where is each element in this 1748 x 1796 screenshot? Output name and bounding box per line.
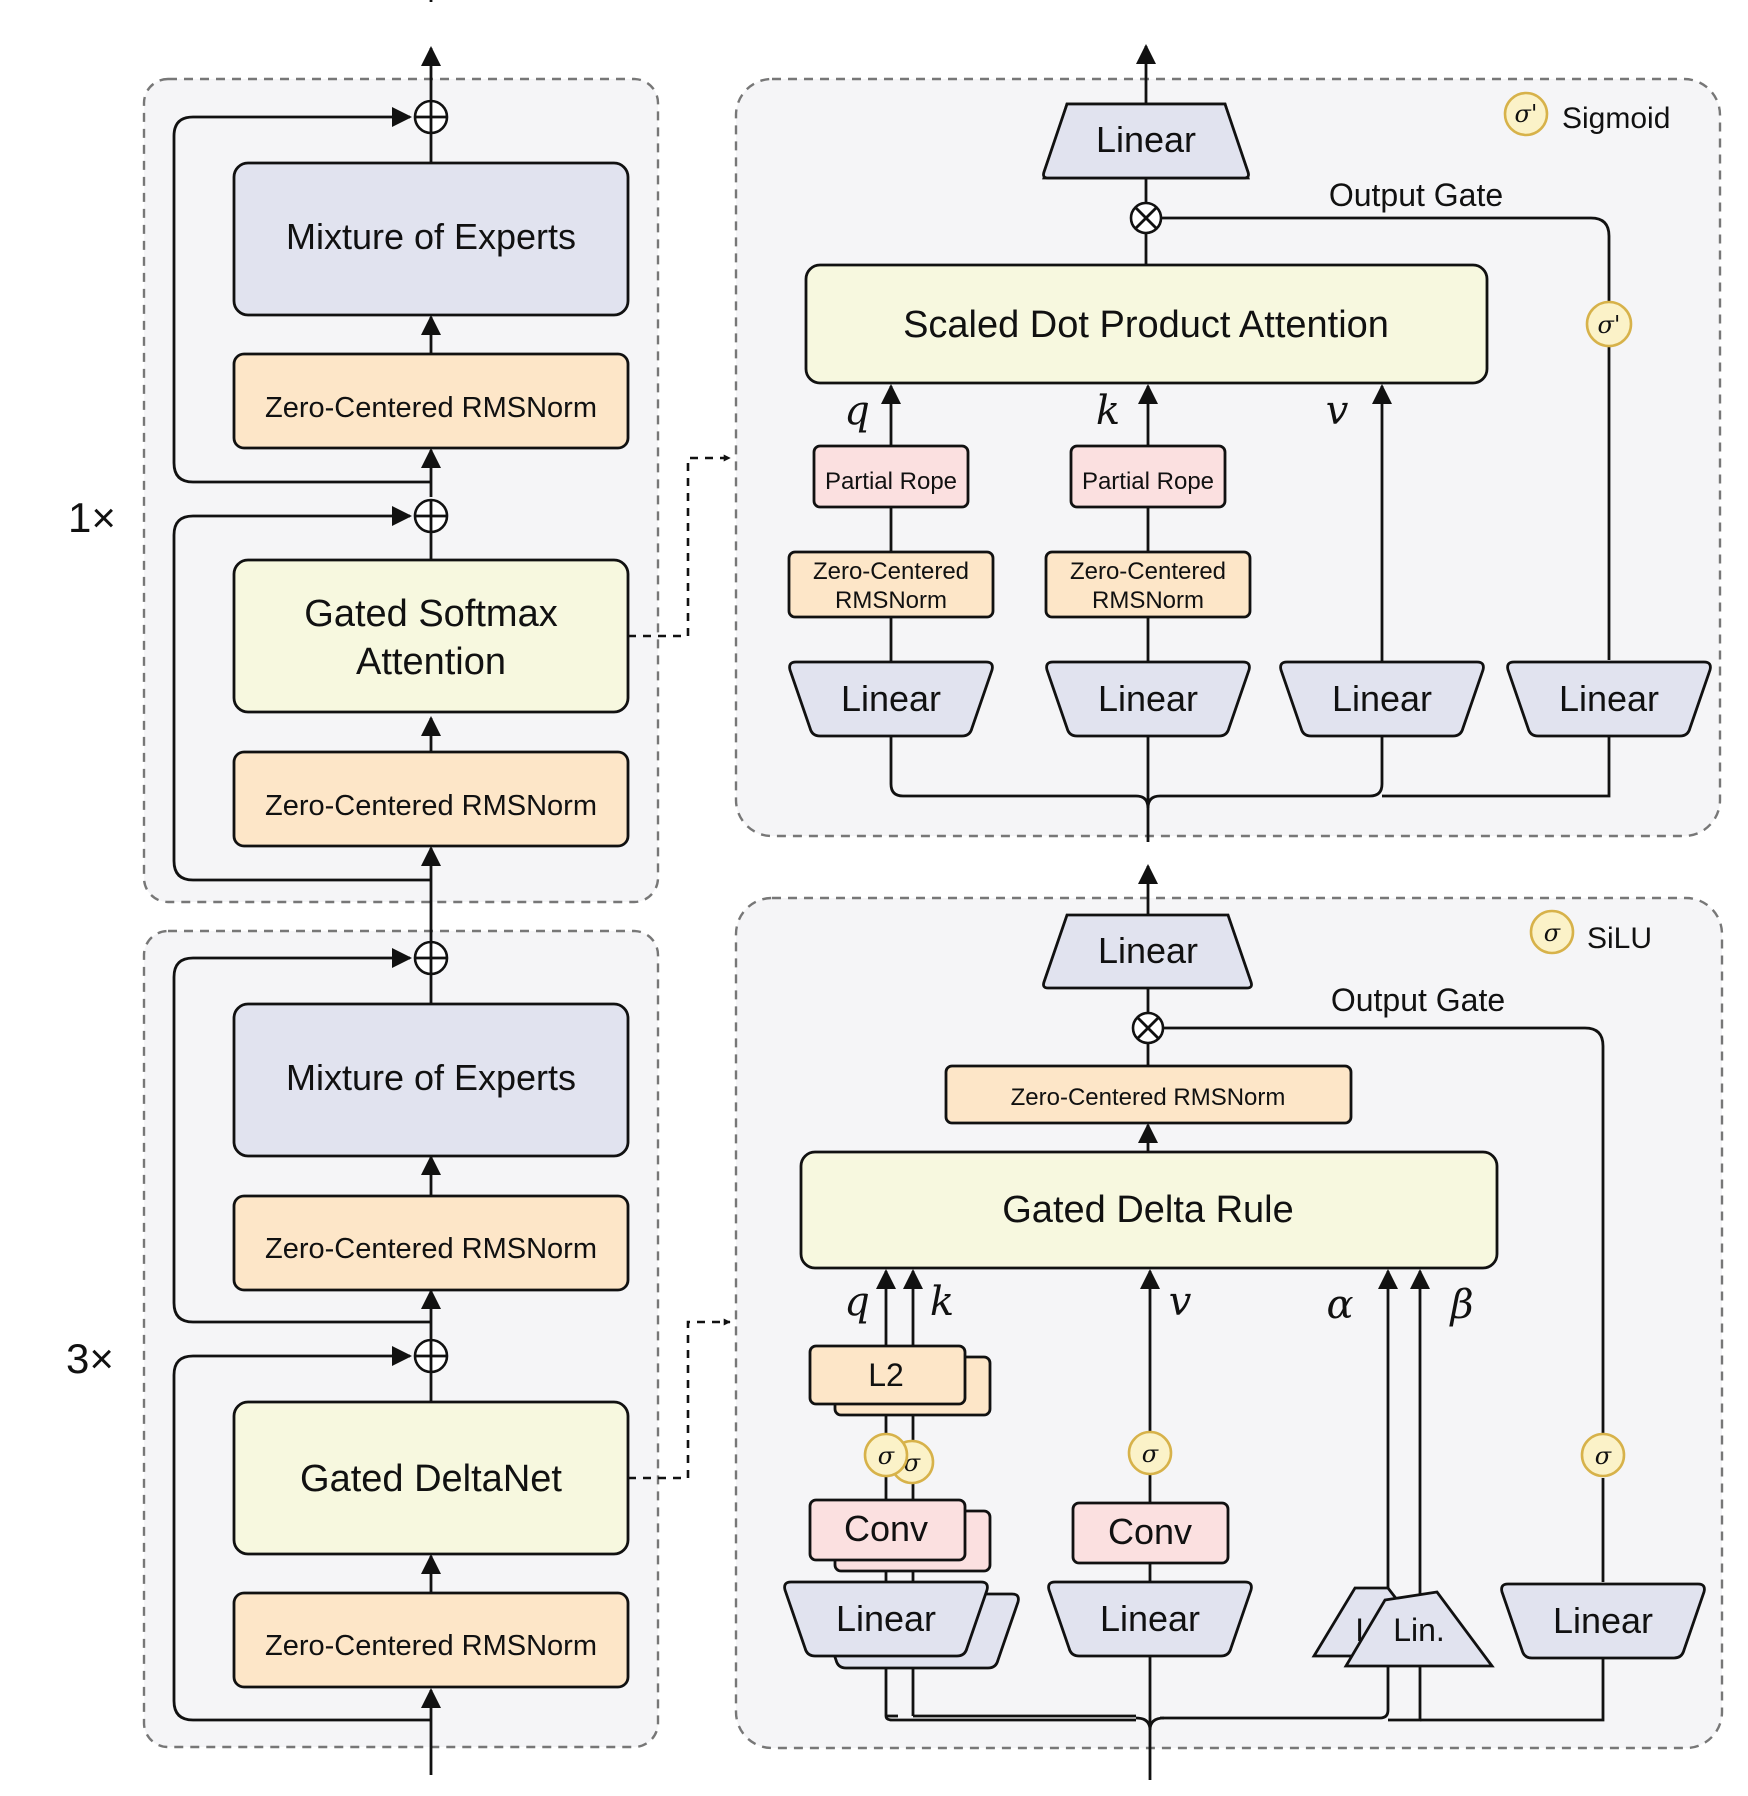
output-gate-label: Output Gate [1329, 177, 1503, 213]
q-label: q [844, 1279, 870, 1325]
gate-linear-block [1506, 660, 1712, 738]
deltanet-label: Gated DeltaNet [300, 1458, 562, 1500]
moe-block [232, 1002, 630, 1158]
v-conv-label: Conv [1108, 1511, 1192, 1552]
beta-linear-label: Lin. [1393, 1612, 1445, 1648]
deltanet-layer: Mixture of Experts Zero-Centered RMSNorm… [66, 918, 731, 1775]
q-label: q [844, 388, 870, 434]
rmsnorm-label: Zero-Centered RMSNorm [265, 790, 597, 822]
qk-conv-block [808, 1498, 967, 1562]
repeat-count-label: 1× [68, 494, 116, 541]
output-linear-block [1042, 913, 1253, 990]
deltanet-detail: σ SiLU Linear σ Output Gate Zero-Centere… [783, 864, 1706, 1780]
v-linear-label: Linear [1332, 678, 1432, 719]
v-conv-block [1071, 1501, 1230, 1565]
moe-label: Mixture of Experts [286, 216, 576, 257]
sdpa-block [804, 263, 1489, 385]
k-label: k [1096, 388, 1120, 434]
qk-rmsnorm-block [1044, 550, 1252, 619]
l2-norm-label: L2 [868, 1357, 904, 1393]
silu-legend-label: SiLU [1587, 922, 1652, 955]
sigmoid-legend-icon [1503, 91, 1549, 137]
v-linear-label: Linear [1100, 1598, 1200, 1639]
attention-detail: σ' Sigmoid Linear σ' Output Gate Scaled … [787, 44, 1712, 842]
qk-rmsnorm-label-line2: RMSNorm [1092, 587, 1204, 614]
gated-softmax-attention-block [232, 558, 630, 714]
rmsnorm-block [232, 750, 630, 848]
partial-rope-label: Partial Rope [1082, 468, 1214, 495]
q-linear-block [788, 660, 994, 738]
rmsnorm-block [232, 1591, 630, 1689]
sigmoid-legend-symbol: σ' [1515, 100, 1538, 128]
v-linear-block [1279, 660, 1485, 738]
sdpa-label: Scaled Dot Product Attention [903, 304, 1389, 346]
partial-rope-label: Partial Rope [825, 468, 957, 495]
alpha-label: α [1326, 1282, 1353, 1328]
rmsnorm-block [232, 1194, 630, 1292]
detail-link [628, 454, 731, 638]
moe-label: Mixture of Experts [286, 1057, 576, 1098]
qk-rmsnorm-block [787, 550, 995, 619]
k-linear-label: Linear [1098, 678, 1198, 719]
gate-silu-icon [1580, 1432, 1626, 1478]
l2-norm-block [808, 1344, 967, 1406]
beta-label: β [1448, 1282, 1473, 1328]
silu-legend-icon [1529, 909, 1575, 955]
qk-rmsnorm-label-line1: Zero-Centered [1070, 558, 1226, 585]
gate-silu-symbol: σ [1595, 1442, 1612, 1470]
rmsnorm-label: Zero-Centered RMSNorm [265, 392, 597, 424]
v-silu-symbol: σ [1142, 1440, 1159, 1468]
qk-rmsnorm-label-line2: RMSNorm [835, 587, 947, 614]
sigmoid-legend-label: Sigmoid [1562, 102, 1670, 135]
v-label: v [1169, 1279, 1192, 1325]
rmsnorm-block [232, 352, 630, 450]
v-label: v [1326, 388, 1349, 434]
attention-label-line2: Attention [356, 641, 506, 683]
gate-sigmoid-icon [1585, 300, 1633, 348]
partial-rope-block [812, 444, 970, 509]
rmsnorm-label: Zero-Centered RMSNorm [1011, 1084, 1286, 1111]
gate-linear-label: Linear [1559, 678, 1659, 719]
attention-layer: Mixture of Experts Zero-Centered RMSNorm… [68, 0, 731, 918]
qk-conv-label: Conv [844, 1508, 928, 1549]
gated-delta-rule-block [799, 1150, 1499, 1270]
output-linear-label: Linear [1098, 930, 1198, 971]
qk-silu-icon [863, 1432, 909, 1478]
output-linear-block [1042, 102, 1250, 180]
k-label: k [930, 1279, 954, 1325]
partial-rope-block [1069, 444, 1227, 509]
output-gate-label: Output Gate [1331, 982, 1505, 1018]
k-linear-block [1045, 660, 1251, 738]
moe-block [232, 161, 630, 317]
silu-legend-symbol: σ [1544, 919, 1561, 947]
gate-linear-block [1500, 1582, 1706, 1660]
gated-delta-rule-label: Gated Delta Rule [1002, 1189, 1294, 1231]
gate-sigmoid-symbol: σ' [1598, 311, 1621, 339]
repeat-count-label: 3× [66, 1335, 114, 1382]
qk-silu-symbol: σ [878, 1442, 895, 1470]
gate-linear-label: Linear [1553, 1600, 1653, 1641]
rmsnorm-label: Zero-Centered RMSNorm [265, 1630, 597, 1662]
qk-linear-label: Linear [836, 1598, 936, 1639]
rmsnorm-label: Zero-Centered RMSNorm [265, 1233, 597, 1265]
v-silu-icon [1127, 1430, 1173, 1476]
beta-linear-block [1343, 1590, 1495, 1668]
output-linear-label: Linear [1096, 119, 1196, 160]
attention-label-line1: Gated Softmax [304, 593, 557, 635]
qk-rmsnorm-label-line1: Zero-Centered [813, 558, 969, 585]
v-linear-block [1047, 1580, 1253, 1658]
detail-link [628, 1318, 731, 1480]
q-linear-label: Linear [841, 678, 941, 719]
qk-linear-block [783, 1580, 989, 1658]
